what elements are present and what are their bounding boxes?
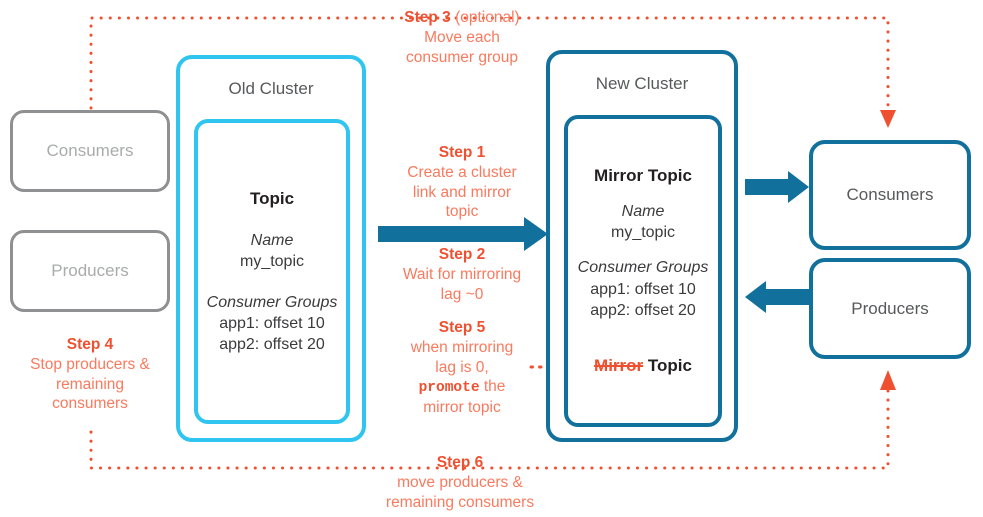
step-3-label: Step 3 (optional) Move each consumer gro… xyxy=(378,8,546,67)
new-topic-group-1: app1: offset 10 xyxy=(590,280,696,298)
promoted-topic-line: Mirror Topic xyxy=(568,355,718,377)
step-5-title: Step 5 xyxy=(438,319,486,336)
spacer xyxy=(568,243,718,257)
step-5-mono-word: promote xyxy=(418,380,480,397)
right-producers-label: Producers xyxy=(851,298,929,318)
step-4-title: Step 4 xyxy=(66,336,114,353)
step-6-label: Step 6 move producers & remaining consum… xyxy=(352,453,568,512)
old-topic-heading: Topic xyxy=(249,188,295,208)
step-1-title: Step 1 xyxy=(438,144,486,161)
promoted-strike-text: Mirror xyxy=(594,355,644,375)
step-5-line-2: lag is 0, xyxy=(435,358,489,376)
step-6-title: Step 6 xyxy=(436,454,484,471)
step-6-line-1: move producers & xyxy=(397,473,523,491)
step-4-line-1: Stop producers & xyxy=(30,355,150,373)
step-1-label: Step 1 Create a cluster link and mirror … xyxy=(378,143,546,222)
step-5-line-3: mirror topic xyxy=(423,399,501,417)
new-cluster-topic-box[interactable]: Mirror Topic Name my_topic Consumer Grou… xyxy=(564,115,722,427)
old-topic-group-2: app2: offset 20 xyxy=(219,336,325,354)
old-topic-name-label: Name xyxy=(250,231,294,249)
new-topic-heading: Mirror Topic xyxy=(594,165,692,185)
step-5-line-1: when mirroring xyxy=(410,338,514,356)
step-2-label: Step 2 Wait for mirroring lag ~0 xyxy=(374,245,550,304)
step-4-line-3: consumers xyxy=(52,395,128,413)
new-topic-groups-label: Consumer Groups xyxy=(577,259,709,277)
step-2-title: Step 2 xyxy=(438,246,486,263)
old-cluster-title: Old Cluster xyxy=(228,79,314,98)
step-5-label: Step 5 when mirroring lag is 0, promote … xyxy=(382,318,542,418)
step-1-line-1: Create a cluster xyxy=(407,163,517,181)
step-3-line-2: consumer group xyxy=(405,48,518,66)
left-producers-label: Producers xyxy=(51,261,129,280)
step-5-mono-row: promote the xyxy=(382,377,542,398)
right-consumers-box[interactable]: Consumers xyxy=(809,140,971,250)
step-2-line-2: lag ~0 xyxy=(440,285,484,303)
step-2-line-1: Wait for mirroring xyxy=(402,265,522,283)
arrow-producers-to-new xyxy=(745,281,809,313)
left-consumers-label: Consumers xyxy=(46,141,134,160)
spacer xyxy=(198,210,346,230)
step-4-line-2: remaining xyxy=(55,375,125,393)
step-1-line-3: topic xyxy=(445,203,479,221)
new-topic-name-value: my_topic xyxy=(610,224,676,242)
step-3-title-row: Step 3 (optional) xyxy=(378,8,546,28)
arrow-new-to-consumers xyxy=(745,171,809,203)
step-3-line-1: Move each xyxy=(424,28,500,46)
left-producers-box[interactable]: Producers xyxy=(10,230,170,312)
step-3-title-extra: (optional) xyxy=(450,9,520,26)
step-6-line-2: remaining consumers xyxy=(385,493,535,511)
spacer xyxy=(568,187,718,201)
spacer xyxy=(568,321,718,355)
new-cluster-title: New Cluster xyxy=(595,74,689,93)
spacer xyxy=(198,272,346,292)
right-producers-box[interactable]: Producers xyxy=(809,258,971,359)
old-cluster-topic-box[interactable]: Topic Name my_topic Consumer Groups app1… xyxy=(194,119,350,424)
step-4-label: Step 4 Stop producers & remaining consum… xyxy=(4,335,176,414)
old-topic-groups-label: Consumer Groups xyxy=(206,294,338,312)
old-topic-group-1: app1: offset 10 xyxy=(219,315,325,333)
old-topic-card: Topic Name my_topic Consumer Groups app1… xyxy=(198,188,346,356)
old-topic-name-value: my_topic xyxy=(239,253,305,271)
right-consumers-label: Consumers xyxy=(846,185,934,204)
step-1-line-2: link and mirror xyxy=(412,183,512,201)
promoted-topic-word: Topic xyxy=(647,355,692,375)
step-5-after-mono: the xyxy=(479,378,506,396)
left-consumers-box[interactable]: Consumers xyxy=(10,110,170,192)
new-topic-card: Mirror Topic Name my_topic Consumer Grou… xyxy=(568,165,718,377)
step-3-title: Step 3 xyxy=(404,9,451,26)
new-topic-group-2: app2: offset 20 xyxy=(590,301,696,319)
new-topic-name-label: Name xyxy=(621,203,665,221)
